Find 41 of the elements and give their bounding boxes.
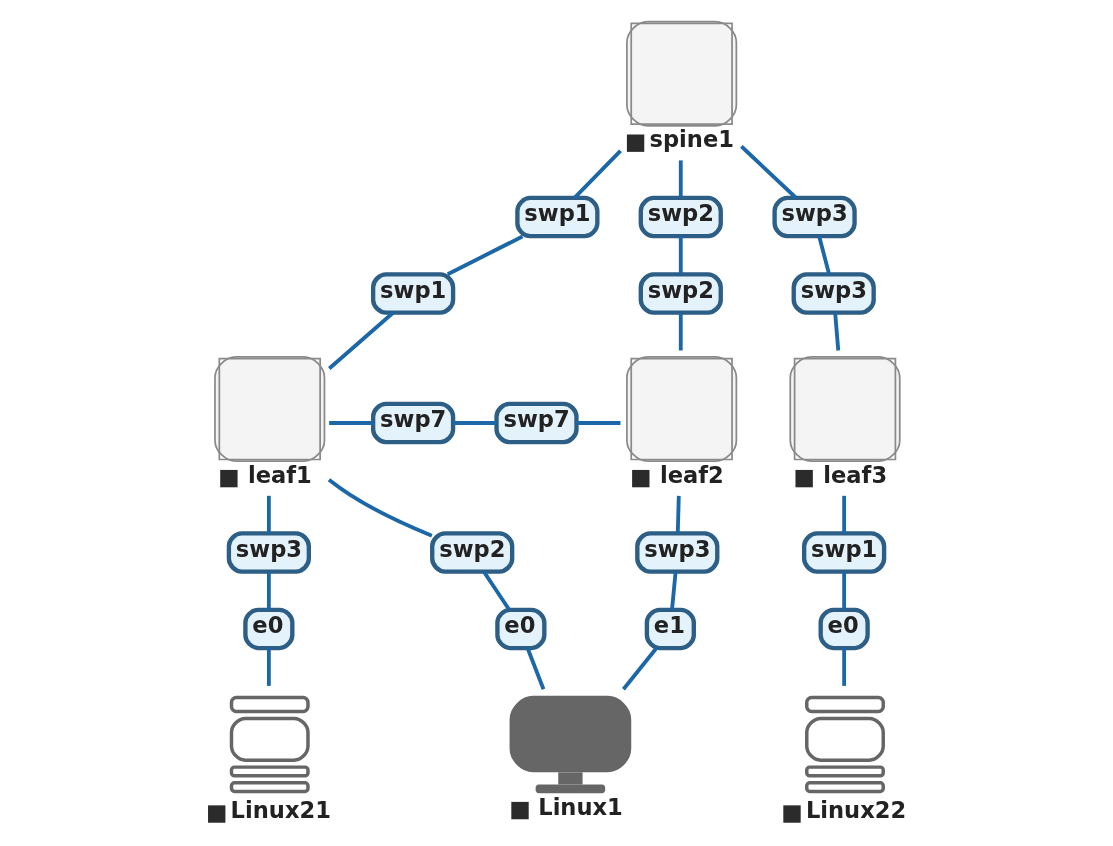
node-label: Linux21 [230, 797, 331, 824]
node-label: Linux22 [805, 797, 907, 824]
connector [328, 311, 395, 370]
connector [446, 234, 524, 276]
node-box: swp2 [430, 531, 515, 574]
connector [266, 571, 271, 610]
node-box: swp3 [772, 195, 857, 239]
node-box: e0 [818, 607, 870, 651]
connector [453, 421, 497, 425]
node-box: swp3 [635, 531, 720, 574]
connector [266, 495, 271, 534]
connector [621, 647, 658, 691]
node-box: e1 [644, 607, 696, 651]
connector [576, 421, 621, 425]
connector [817, 235, 831, 275]
connector [670, 571, 678, 610]
node-box: swp1 [370, 272, 456, 315]
connector [833, 312, 841, 351]
node-box: e0 [495, 607, 547, 651]
node-box: swp3 [226, 531, 311, 574]
node-box: swp1 [515, 195, 600, 239]
node-box: swp7 [370, 401, 456, 445]
connector [329, 421, 374, 425]
connector [266, 648, 271, 686]
connector [675, 495, 681, 534]
node-box: swp2 [638, 272, 723, 315]
connector [678, 236, 683, 275]
connector [842, 571, 847, 610]
connector [482, 570, 511, 611]
connector [842, 648, 847, 686]
connector [842, 495, 847, 534]
connector [678, 312, 683, 351]
connector [740, 145, 797, 199]
node-box: e0 [243, 607, 295, 651]
node-box: swp1 [802, 531, 887, 574]
node-box: swp2 [638, 195, 723, 239]
node-box: swp7 [494, 401, 579, 445]
node-box: swp3 [791, 272, 876, 315]
connector [678, 160, 683, 198]
connector [525, 647, 546, 690]
connector [327, 478, 433, 538]
